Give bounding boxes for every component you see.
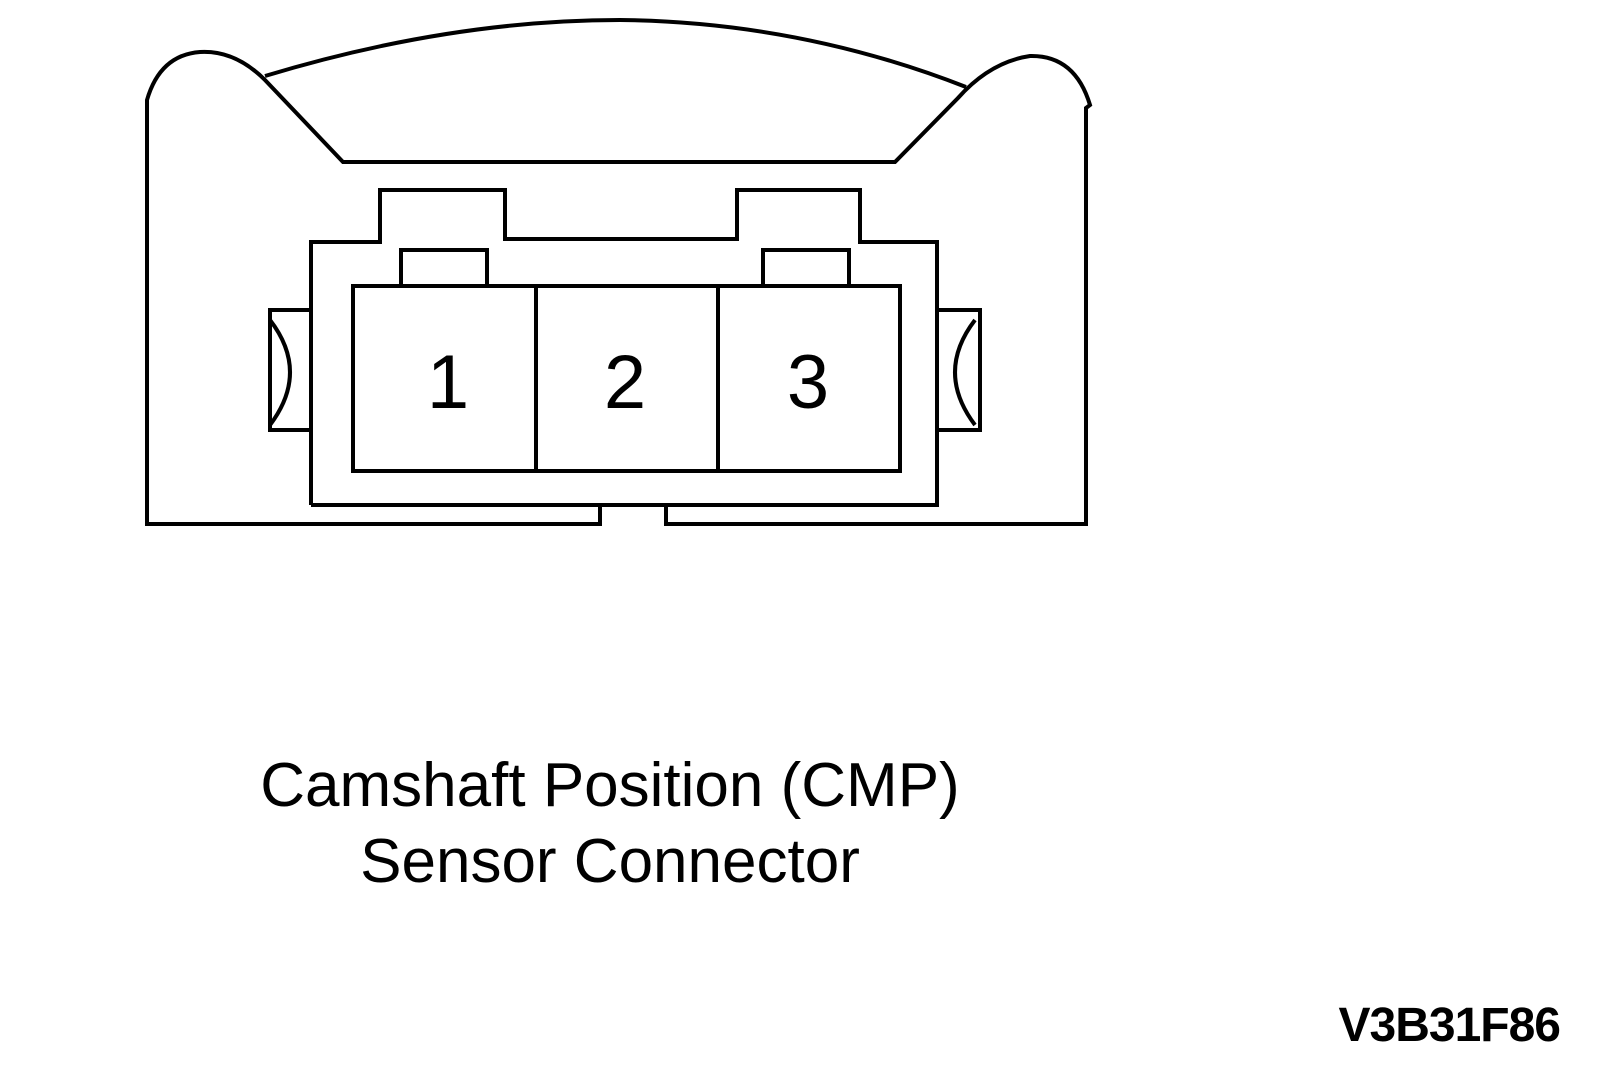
lock-tab-right	[761, 248, 851, 288]
lock-tab-left	[399, 248, 489, 288]
pin-label-2: 2	[604, 340, 646, 425]
figure-id: V3B31F86	[1338, 999, 1561, 1052]
connector-inner-shroud	[309, 188, 939, 507]
pin-label-1: 1	[427, 340, 469, 425]
connector-top-arc	[264, 17, 967, 89]
side-latch-right	[937, 308, 982, 432]
diagram-caption-line-1: Camshaft Position (CMP)	[260, 751, 960, 820]
pin-label-3: 3	[787, 340, 829, 425]
pin-cavity-3	[716, 284, 902, 473]
connector-housing-outline	[145, 49, 1093, 526]
diagram-caption-line-2: Sensor Connector	[360, 827, 860, 896]
side-latch-left	[268, 308, 311, 432]
